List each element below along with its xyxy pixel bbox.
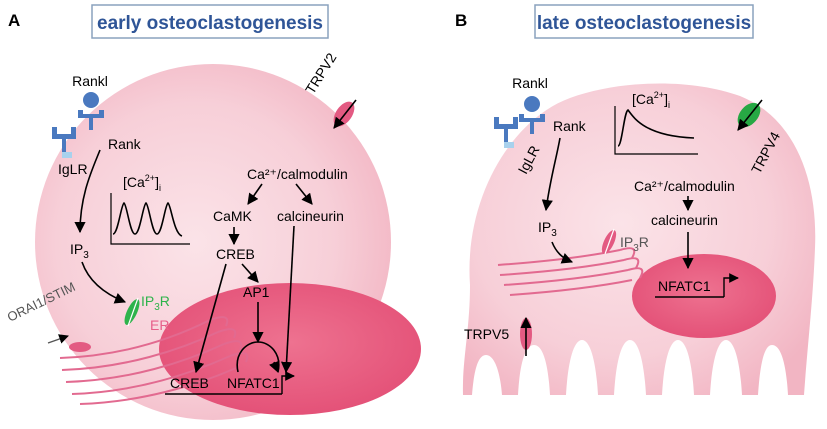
panel-a-calcineurin: calcineurin [277, 208, 344, 224]
panel-a-er-label: ER [150, 317, 169, 333]
panel-a-ap1: AP1 [243, 284, 270, 300]
panel-b-arrow-rank-ip3 [541, 137, 561, 212]
panel-a-promoter-arrow [281, 371, 295, 394]
panel-a-orai-channel-icon [69, 342, 91, 352]
panel-a-arrow-creb-ap1 [241, 263, 259, 283]
panel-b-promoter-arrow [723, 273, 739, 297]
panel-b-ip3-label: IP3 [538, 219, 557, 239]
panel-b-ca-calmodulin: Ca²⁺/calmodulin [634, 178, 735, 194]
panel-a-nucleus [159, 283, 421, 415]
panel-b-ip3r-stripe [604, 228, 615, 255]
panel-a-trpv2-arrow [333, 99, 357, 129]
panel-b-nfatc1-gene: NFATC1 [658, 278, 711, 294]
panel-a-rank-label: Rank [108, 136, 142, 152]
panel-a-ca-label: [Ca2+]i [123, 173, 161, 193]
panel-a-arrow-creb-nuc [193, 263, 227, 374]
panel-a-creb-gene: CREB [170, 375, 209, 391]
panel-b-rankl-icon [519, 96, 545, 134]
panel-b-title: late osteoclastogenesis [537, 13, 751, 34]
panel-a-orai-arrow [47, 334, 69, 344]
panel-a-title-box [91, 4, 329, 39]
panel-a-ca-calmodulin: Ca²⁺/calmodulin [247, 166, 348, 182]
panel-a-camk: CaMK [213, 208, 253, 224]
panel-b-rankl-label: Rankl [512, 75, 548, 91]
panel-a-title: early osteoclastogenesis [97, 13, 323, 34]
panel-b: B late osteoclastogenesis Rankl Rank IgL… [455, 4, 816, 395]
panel-a-ip3r-label: IP3R [141, 293, 170, 313]
panel-b-rank-label: Rank [553, 118, 587, 134]
panel-a-er [59, 319, 237, 405]
panel-a-er-folds [209, 316, 249, 363]
trpv2-label: TRPV2 [302, 50, 340, 97]
panel-a-autoloop [236, 341, 280, 373]
panel-a-letter: A [8, 11, 20, 30]
panel-a-ca-inset: [Ca2+]i [110, 173, 190, 245]
panel-a-ip3-label: IP3 [70, 241, 89, 261]
panel-b-letter: B [455, 11, 467, 30]
panel-a-arrow-calmod-calcineurin [295, 183, 313, 205]
panel-b-er-folds [619, 247, 644, 279]
panel-a-arrow-rank-ip3 [74, 149, 101, 234]
panel-a-rankl-icon [78, 92, 104, 130]
panel-b-ca-inset: [Ca2+]i [614, 90, 698, 155]
panel-b-title-box [534, 4, 754, 39]
panel-a: A early osteoclastogenesis Rankl Rank Ig… [5, 4, 421, 420]
panel-a-arrow-calmod-camk [247, 183, 263, 205]
panel-b-ip3r-label: IP3R [620, 234, 649, 254]
panel-b-iglr-icon [494, 117, 518, 148]
panel-a-iglr-label: IgLR [58, 161, 88, 177]
panel-b-nucleus [632, 254, 776, 338]
panel-b-er [497, 249, 633, 296]
panel-a-autoloop-head [269, 360, 280, 374]
panel-b-trpv4-arrow [737, 99, 763, 131]
panel-a-arrow-ip3-ip3r [81, 261, 127, 304]
panel-a-iglr-icon [52, 127, 76, 158]
panel-b-arrow-ip3-er [551, 241, 574, 264]
panel-b-ca-label: [Ca2+]i [632, 90, 670, 110]
panel-a-creb-mid: CREB [216, 246, 255, 262]
panel-b-calcineurin: calcineurin [651, 212, 718, 228]
trpv5-label: TRPV5 [464, 326, 509, 342]
panel-a-arrow-calcineurin-nfatc1 [280, 225, 295, 374]
panel-a-rankl-label: Rankl [72, 73, 108, 89]
panel-a-nfatc1-gene: NFATC1 [227, 375, 280, 391]
panel-a-ip3r-stripe [127, 297, 139, 327]
